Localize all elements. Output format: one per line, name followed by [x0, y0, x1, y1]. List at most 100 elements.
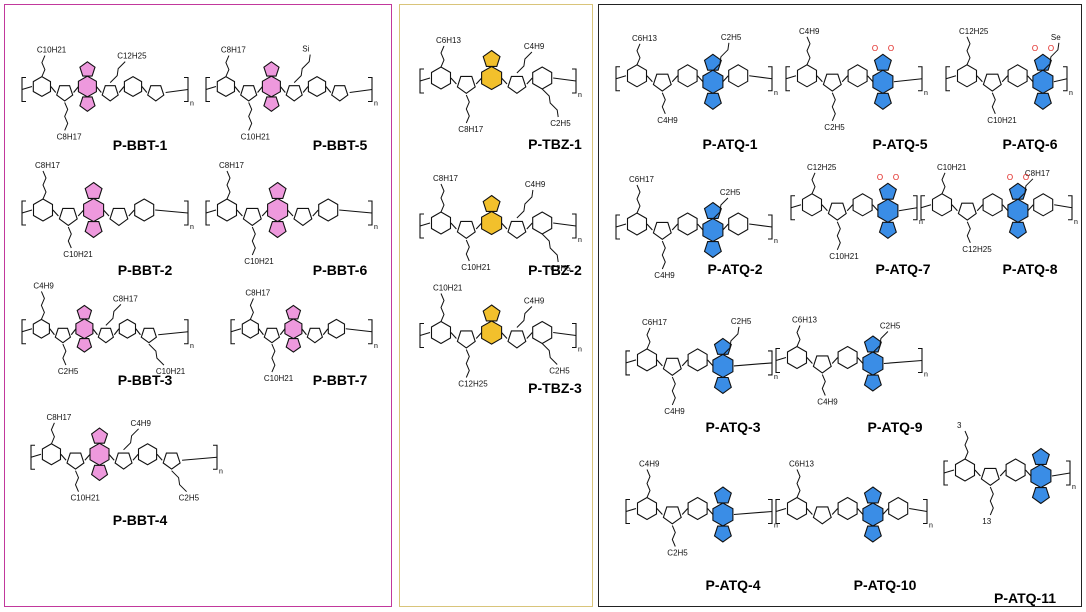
alkyl-chain	[293, 54, 311, 83]
acceptor-core	[89, 442, 110, 466]
acceptor-core	[481, 210, 503, 236]
benzene-ring	[931, 193, 953, 217]
thiophene-ring	[140, 327, 158, 344]
benzene-ring	[1007, 64, 1028, 88]
panel-tbz	[399, 4, 593, 607]
group-label: C6H13	[632, 34, 657, 43]
thiophene-ring	[101, 85, 119, 102]
group-label: C10H21	[937, 163, 967, 172]
group-label: C8H17	[219, 161, 244, 170]
fused-ring	[1033, 53, 1052, 71]
fused-ring	[713, 337, 732, 355]
svg-text:n: n	[578, 347, 582, 354]
thiophene-ring	[662, 506, 682, 525]
group-label: C8H17	[57, 132, 82, 141]
benzene-ring	[307, 75, 327, 98]
acceptor-core	[77, 75, 97, 98]
alkyl-chain	[811, 172, 816, 194]
thiophene-ring	[66, 452, 85, 470]
alkyl-chain	[821, 374, 826, 396]
acceptor-core	[75, 318, 94, 340]
alkyl-chain	[42, 170, 47, 200]
group-label: C12H25	[458, 380, 488, 389]
thiophene-ring	[980, 467, 1000, 486]
benzene-ring	[1033, 193, 1054, 217]
fused-ring	[713, 376, 732, 395]
group-label: 13	[982, 517, 991, 526]
label-p-atq-2: P-ATQ-2	[707, 261, 763, 277]
alkyl-chain	[64, 102, 69, 131]
group-label: C4H9	[639, 460, 660, 469]
benzene-ring	[41, 443, 62, 466]
benzene-ring	[677, 212, 698, 236]
alkyl-chain	[440, 183, 445, 213]
thiophene-ring	[456, 220, 476, 239]
group-label: C10H21	[264, 374, 294, 383]
fused-ring	[863, 374, 882, 392]
thiophene-ring	[822, 73, 842, 92]
thiophene-ring	[114, 452, 133, 470]
alkyl-chain	[1017, 178, 1034, 201]
group-label: C2H5	[550, 119, 571, 128]
group-label: C10H21	[461, 263, 491, 272]
group-label: C6H13	[436, 36, 461, 45]
ester-oxygen: O	[893, 173, 899, 182]
alkyl-chain	[796, 469, 801, 498]
alkyl-chain	[796, 325, 801, 347]
label-p-atq-9: P-ATQ-9	[867, 419, 923, 435]
alkyl-chain	[722, 326, 740, 356]
benzene-ring	[728, 212, 749, 236]
acceptor-core	[712, 353, 734, 379]
acceptor-core	[267, 197, 289, 223]
benzene-ring	[241, 318, 259, 339]
thiophene-ring	[97, 327, 115, 344]
group-label: C8H17	[458, 125, 483, 134]
group-label: C8H17	[433, 174, 458, 183]
acceptor-core	[872, 69, 894, 94]
benzene-ring	[626, 212, 648, 236]
thiophene-ring	[58, 207, 78, 227]
thiophene-ring	[109, 207, 129, 227]
group-label: C8H17	[46, 413, 71, 422]
thiophene-ring	[293, 207, 313, 227]
fused-ring	[268, 181, 287, 199]
benzene-ring	[636, 496, 658, 521]
thiophene-ring	[652, 221, 672, 240]
ester-oxygen: O	[1032, 44, 1038, 53]
fused-ring	[90, 464, 109, 482]
benzene-ring	[796, 64, 818, 88]
label-p-tbz-2: P-TBZ-2	[528, 262, 582, 278]
alkyl-chain	[40, 291, 45, 320]
fused-ring	[84, 221, 103, 239]
alkyl-chain	[105, 304, 122, 326]
group-label: C8H17	[1025, 169, 1050, 178]
group-label: C12H25	[959, 27, 989, 36]
group-label: C8H17	[221, 46, 246, 55]
label-p-atq-11: P-ATQ-11	[994, 590, 1056, 606]
svg-text:n: n	[919, 219, 923, 226]
thiophene-ring	[240, 85, 258, 102]
fused-ring	[713, 525, 732, 543]
thiophene-ring	[507, 220, 527, 239]
benzene-ring	[847, 64, 868, 88]
alkyl-chain	[109, 61, 126, 83]
label-p-bbt-6: P-BBT-6	[312, 262, 368, 278]
alkyl-chain	[248, 102, 253, 131]
group-label: C6H17	[642, 318, 667, 327]
alkyl-chain	[271, 343, 276, 373]
alkyl-chain	[966, 221, 971, 243]
group-label: C4H9	[131, 419, 152, 428]
acceptor-core	[1007, 198, 1029, 223]
alkyl-chain	[671, 376, 676, 406]
group-label: 3	[957, 421, 962, 430]
benzene-ring	[982, 193, 1003, 217]
thiophene-ring	[162, 452, 181, 470]
acceptor-core	[481, 320, 503, 345]
